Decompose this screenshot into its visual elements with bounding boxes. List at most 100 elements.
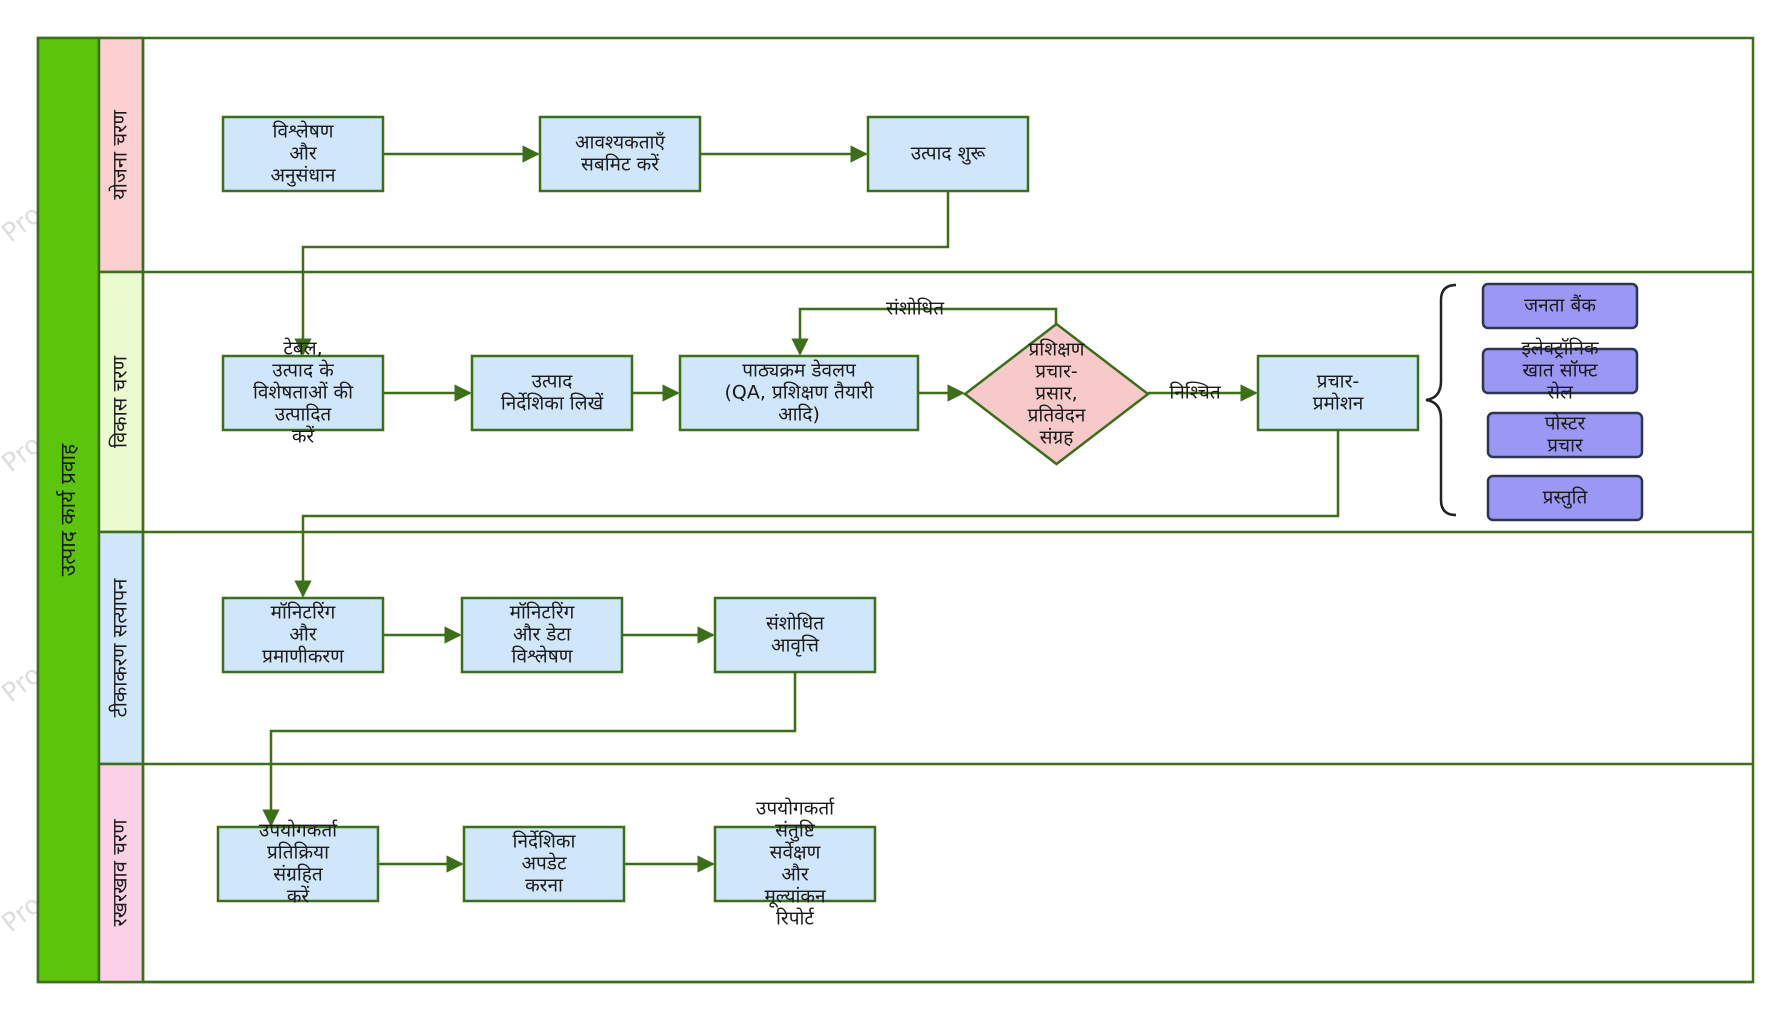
node-label: और डेटा <box>513 623 572 646</box>
node-label: आवश्यकताएँ <box>575 131 665 154</box>
node-label: करना <box>525 875 564 897</box>
node-label: निर्देशिका <box>513 830 577 853</box>
node-label: मॉनिटरिंग <box>510 601 575 624</box>
node-label: और <box>289 142 317 165</box>
node-ch-soft[interactable]: इलेक्ट्रॉनिकखात सॉफ्टसेल <box>1481 337 1639 404</box>
node-label: प्रतिक्रिया <box>267 841 330 864</box>
node-ch-present[interactable]: प्रस्तुति <box>1486 474 1644 522</box>
node-label: निर्देशिका लिखें <box>501 392 604 415</box>
node-label: इलेक्ट्रॉनिक <box>1521 337 1599 360</box>
node-label: प्रचार- <box>1035 361 1077 383</box>
node-shape[interactable] <box>1481 282 1639 330</box>
node-shape[interactable] <box>216 825 380 903</box>
node-promotion[interactable]: प्रचार-प्रमोशन <box>1256 354 1420 432</box>
node-label: उत्पाद शुरू <box>911 143 987 166</box>
lane-header-dev <box>97 270 145 534</box>
node-label: (QA, प्रशिक्षण तैयारी <box>725 381 875 404</box>
node-label: जनता बैंक <box>1524 294 1596 317</box>
node-revised[interactable]: संशोधितआवृत्ति <box>713 596 877 674</box>
decision-shape[interactable] <box>962 322 1151 466</box>
node-product-start[interactable]: उत्पाद शुरू <box>866 115 1030 193</box>
node-label: करें <box>292 425 316 448</box>
node-ch-jan[interactable]: जनता बैंक <box>1481 282 1639 330</box>
node-label: आदि) <box>778 403 820 426</box>
lane-label-verify: टीकाकरण सत्यापन <box>108 578 132 718</box>
connectors-layer <box>262 145 1340 873</box>
node-label: प्रचार <box>1547 435 1584 457</box>
node-shape[interactable] <box>1486 474 1644 522</box>
lane-header-maint <box>97 762 145 984</box>
node-shape[interactable] <box>470 354 634 432</box>
node-label: पोस्टर <box>1545 412 1587 435</box>
node-label: मॉनिटरिंग <box>271 601 336 624</box>
node-shape[interactable] <box>221 596 385 674</box>
edge-label-possible: निश्चित <box>1169 381 1222 404</box>
node-label: सर्वेक्षण <box>770 841 821 864</box>
node-curriculum[interactable]: पाठ्यक्रम डेवलप(QA, प्रशिक्षण तैयारीआदि) <box>678 354 920 432</box>
node-label: विश्लेषण <box>512 645 573 668</box>
node-label: संशोधित <box>766 612 825 635</box>
node-ch-poster[interactable]: पोस्टरप्रचार <box>1486 411 1644 459</box>
node-label: प्रमाणीकरण <box>262 645 344 668</box>
node-label: संतुष्टि <box>775 819 816 843</box>
node-shape[interactable] <box>1481 347 1639 395</box>
pool-header <box>36 36 101 984</box>
node-label: आवृत्ति <box>771 634 820 658</box>
channel-brace <box>1425 283 1457 517</box>
connector-arrow <box>294 430 1340 598</box>
node-shape[interactable] <box>221 354 385 432</box>
node-shape[interactable] <box>1256 354 1420 432</box>
node-survey-report[interactable]: उपयोगकर्तासंतुष्टिसर्वेक्षणऔरमूल्यांकनरि… <box>713 797 877 930</box>
node-guidelines[interactable]: उत्पादनिर्देशिका लिखें <box>470 354 634 432</box>
node-features[interactable]: टेबल,उत्पाद केविशेषताओं कीउत्पादितकरें <box>221 337 385 448</box>
node-label: और <box>289 623 317 646</box>
node-shape[interactable] <box>221 115 385 193</box>
node-shape[interactable] <box>866 115 1030 193</box>
node-label: उत्पाद के <box>272 359 334 382</box>
node-shape[interactable] <box>713 825 877 903</box>
node-label: उत्पादित <box>275 403 333 426</box>
node-label: और <box>781 863 809 886</box>
node-label: मूल्यांकन <box>764 886 826 909</box>
node-label: उत्पाद <box>532 371 574 393</box>
node-label: करें <box>287 885 311 908</box>
lane-label-maint: रखरखाव चरण <box>108 819 132 927</box>
node-label: प्रमोशन <box>1313 392 1364 415</box>
node-label: उपयोगकर्ता <box>756 797 835 820</box>
node-label: अपडेट <box>521 852 566 875</box>
node-shape[interactable] <box>462 825 626 903</box>
node-label: प्रतिवेदन <box>1028 404 1086 427</box>
node-label: सेल <box>1547 381 1574 404</box>
connector-arrow <box>791 307 1058 356</box>
node-label: रिपोर्ट <box>776 907 815 930</box>
node-label: सबमिट करें <box>581 153 660 176</box>
node-decision[interactable]: प्रशिक्षणप्रचार-प्रसार,प्रतिवेदनसंग्रह <box>962 322 1151 466</box>
lane-label-plan: योजना चरण <box>108 110 132 200</box>
node-shape[interactable] <box>678 354 920 432</box>
node-data-analysis[interactable]: मॉनिटरिंगऔर डेटाविश्लेषण <box>460 596 624 674</box>
node-feedback[interactable]: उपयोगकर्ताप्रतिक्रियासंग्रहितकरें <box>216 819 380 908</box>
node-label: विशेषताओं की <box>253 381 354 404</box>
node-shape[interactable] <box>538 115 702 193</box>
node-label: पाठ्यक्रम डेवलप <box>742 359 857 382</box>
node-shape[interactable] <box>1486 411 1644 459</box>
node-requirements[interactable]: आवश्यकताएँसबमिट करें <box>538 115 702 193</box>
node-shape[interactable] <box>713 596 877 674</box>
pool-frame <box>36 36 1755 984</box>
node-label: प्रस्तुति <box>1543 486 1589 510</box>
node-label: उपयोगकर्ता <box>259 819 338 842</box>
node-shape[interactable] <box>460 596 624 674</box>
node-label: अनुसंधान <box>270 165 336 188</box>
pool-title: उत्पाद कार्य प्रवाह <box>56 443 80 576</box>
node-label: प्रचार- <box>1317 371 1359 393</box>
node-label: टेबल, <box>283 337 322 360</box>
node-label: प्रशिक्षण <box>1028 338 1084 361</box>
connector-arrow <box>294 191 950 356</box>
